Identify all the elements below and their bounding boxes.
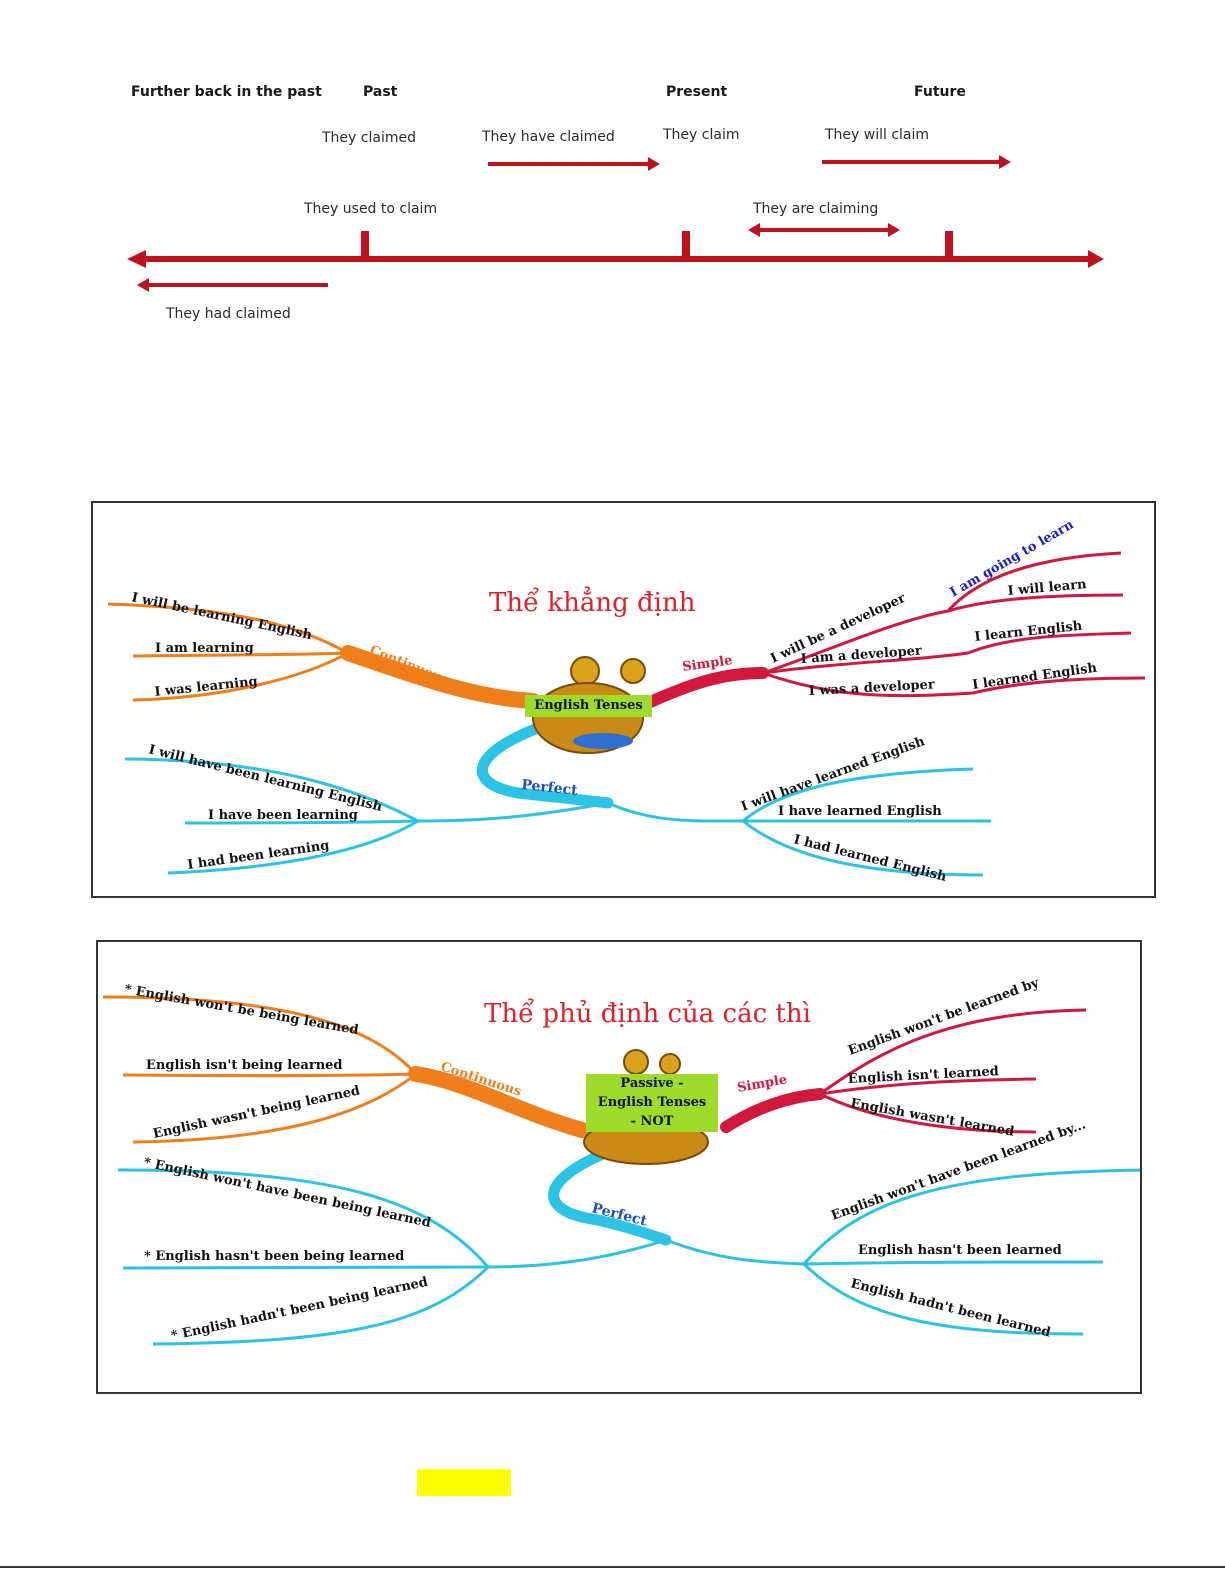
mindmap-negative-graphic: Thể phủ định của các thì Continuous Simp…	[102, 975, 1140, 1346]
timeline-arrows	[127, 155, 1104, 292]
mindmap-affirmative: Thể khẳng định Continuous Simple Perfect…	[91, 501, 1156, 898]
yellow-highlight	[417, 1469, 511, 1496]
mindmap-affirmative-graphic: Thể khẳng định Continuous Simple Perfect…	[107, 517, 1146, 885]
arrow-had-claimed	[147, 283, 328, 287]
perfect-right-2: I have learned English	[778, 804, 942, 819]
label-they-claimed: They claimed	[322, 130, 416, 146]
perfect-left-1: I will have been learning English	[147, 742, 384, 815]
neg-simple-item-3: English wasn't learned	[849, 1096, 1015, 1140]
center-node-negative: Passive - English Tenses - NOT	[586, 1074, 718, 1132]
header-further-back: Further back in the past	[131, 84, 322, 100]
arrow-will-claim	[822, 160, 1002, 164]
neg-perfect-right-1: English won't have been learned by...	[829, 1117, 1088, 1223]
label-they-will-claim: They will claim	[825, 127, 930, 143]
neg-cont-item-1: * English won't be being learned	[123, 982, 359, 1038]
header-present: Present	[666, 84, 728, 100]
center-line-1: Passive -	[620, 1076, 684, 1091]
neg-simple-item-1: English won't be learned by	[846, 975, 1041, 1058]
perfect-left-3: I had been learning	[186, 838, 330, 873]
tick-future	[945, 231, 953, 258]
title-negative: Thể phủ định của các thì	[484, 998, 811, 1029]
title-affirmative: Thể khẳng định	[489, 586, 696, 618]
label-they-claim: They claim	[663, 127, 740, 143]
cont-item-1: I will be learning English	[130, 590, 314, 643]
header-future: Future	[914, 84, 966, 100]
tick-present	[682, 231, 690, 258]
simple-item-7: I was a developer	[808, 677, 935, 699]
simple-item-6: I learned English	[971, 661, 1098, 693]
tick-past	[361, 231, 369, 258]
neg-perfect-left-2: * English hasn't been being learned	[144, 1249, 404, 1264]
label-they-are-claiming: They are claiming	[753, 201, 879, 217]
mindmap-negative: Thể phủ định của các thì Continuous Simp…	[96, 940, 1142, 1394]
cont-item-2: I am learning	[155, 641, 254, 656]
perfect-left-2: I have been learning	[208, 808, 358, 823]
label-they-have-claimed: They have claimed	[482, 129, 615, 145]
branch-simple: Simple	[681, 653, 733, 675]
label-they-had-claimed: They had claimed	[166, 306, 291, 322]
branch-perfect: Perfect	[521, 777, 579, 799]
arrow-have-claimed	[488, 162, 650, 166]
center-line-3: - NOT	[630, 1114, 674, 1129]
timeline-axis	[142, 256, 1092, 262]
page-bottom-rule	[0, 1566, 1225, 1568]
neg-perfect-right-2: English hasn't been learned	[858, 1243, 1062, 1258]
simple-item-2: I will learn	[1007, 577, 1088, 599]
neg-perfect-left-1: * English won't have been being learned	[142, 1155, 432, 1231]
cont-item-3: I was learning	[154, 674, 258, 700]
center-line-2: English Tenses	[597, 1095, 707, 1110]
arrow-are-claiming	[757, 228, 891, 232]
axis-right-arrowhead	[1088, 250, 1104, 268]
neg-cont-item-2: English isn't being learned	[146, 1058, 343, 1073]
label-they-used-to-claim: They used to claim	[304, 201, 438, 217]
header-past: Past	[363, 84, 398, 100]
simple-item-4: I learn English	[974, 619, 1084, 645]
neg-perfect-left-3: * English hadn't been being learned	[170, 1275, 430, 1344]
neg-branch-simple: Simple	[736, 1072, 788, 1096]
perfect-right-3: I had learned English	[792, 832, 949, 885]
axis-left-arrowhead	[127, 250, 146, 268]
center-node-affirmative: English Tenses	[525, 695, 652, 717]
